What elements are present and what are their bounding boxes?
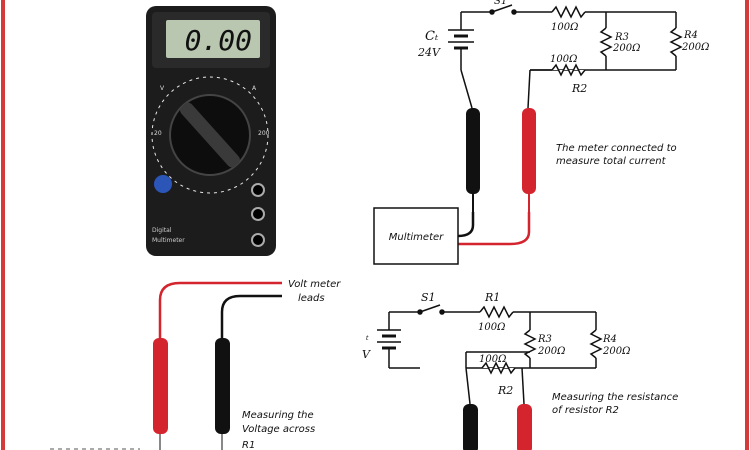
battery-label-bottom: ₜ (366, 330, 369, 343)
multimeter-device: 0.00 V A 20 200 Digital Multimeter (146, 6, 276, 256)
voltage-caption-line3: R1 (242, 440, 255, 450)
resistor-r1 (479, 305, 514, 319)
range-mark: 200 (258, 130, 270, 137)
r3-value-bottom: 200Ω (537, 346, 565, 357)
r3-value: 200Ω (612, 43, 640, 54)
bottom-caption-line1: Measuring the resistance (552, 392, 678, 403)
switch-contact (511, 9, 517, 15)
jack-10a[interactable] (251, 183, 265, 197)
switch-blade (491, 4, 513, 13)
leads-label-line2: leads (298, 293, 325, 304)
r1-value-bottom: 100Ω (478, 322, 505, 333)
r4-label: R4 (683, 30, 698, 41)
r1-label-bottom: R1 (484, 291, 500, 304)
wire-black-probe (465, 367, 471, 405)
red-probe[interactable] (522, 108, 536, 194)
switch-blade (419, 304, 441, 313)
jack-vohm[interactable] (251, 233, 265, 247)
bottom-caption-line2: of resistor R2 (552, 405, 619, 416)
top-caption-line1: The meter connected to (556, 143, 677, 154)
leads-label-line1: Volt meter (288, 279, 341, 290)
r2-value-bottom: 100Ω (479, 354, 506, 365)
black-probe[interactable] (466, 108, 480, 194)
wire-black-probe (460, 69, 473, 109)
lcd-screen (166, 20, 260, 58)
range-mark: 20 (154, 130, 162, 137)
voltage-caption-line2: Voltage across (242, 424, 315, 435)
r2-value: 100Ω (550, 54, 577, 65)
switch-contact (439, 309, 445, 315)
range-mark: A (252, 85, 257, 92)
hfe-socket (154, 175, 172, 193)
battery-voltage-bottom: V (362, 348, 371, 361)
brand-line2: Multimeter (152, 237, 185, 244)
voltmeter-black-lead (220, 294, 282, 338)
r2-label: R2 (571, 82, 587, 95)
circuit-total-current (448, 4, 683, 109)
r2-label-bottom: R2 (497, 384, 513, 397)
switch-label-bottom: S1 (421, 291, 436, 304)
voltmeter-red-lead (158, 281, 282, 338)
r3-label-bottom: R3 (537, 334, 552, 345)
r3-label: R3 (614, 32, 629, 43)
resistor-r4 (589, 329, 603, 359)
resistor-r3 (523, 329, 537, 359)
battery-voltage: 24V (417, 46, 441, 59)
resistor-r2 (481, 361, 516, 375)
dial-scale (151, 76, 269, 194)
battery-label: Cₜ (425, 29, 439, 44)
resistor-r4 (669, 27, 683, 57)
resistance-red-probe[interactable] (517, 404, 532, 450)
wire-red-probe (527, 69, 531, 109)
black-lead-cable (457, 212, 475, 238)
r4-label-bottom: R4 (602, 334, 617, 345)
multimeter-box (373, 207, 459, 265)
r1-value: 100Ω (551, 22, 578, 33)
dial-knob[interactable] (178, 101, 242, 170)
red-lead-cable (458, 212, 531, 246)
circuit-resistance (377, 304, 603, 405)
wire-red-probe (521, 367, 525, 405)
resistor-r3 (599, 27, 613, 57)
top-caption-line2: measure total current (556, 156, 667, 167)
resistor-r1 (551, 5, 586, 19)
voltmeter-black-probe[interactable] (215, 338, 230, 434)
r4-value-bottom: 200Ω (602, 346, 630, 357)
jack-com[interactable] (251, 207, 265, 221)
r4-value: 200Ω (681, 42, 709, 53)
voltage-caption-line1: Measuring the (242, 410, 314, 421)
multimeter-box-label: Multimeter (389, 232, 444, 243)
brand-line1: Digital (152, 227, 172, 234)
voltmeter-red-probe[interactable] (153, 338, 168, 434)
switch-label: S1 (494, 0, 507, 7)
lcd-reading: 0.00 (185, 24, 252, 57)
range-mark: V (160, 85, 165, 92)
resistor-r2 (551, 63, 586, 77)
resistance-black-probe[interactable] (463, 404, 478, 450)
